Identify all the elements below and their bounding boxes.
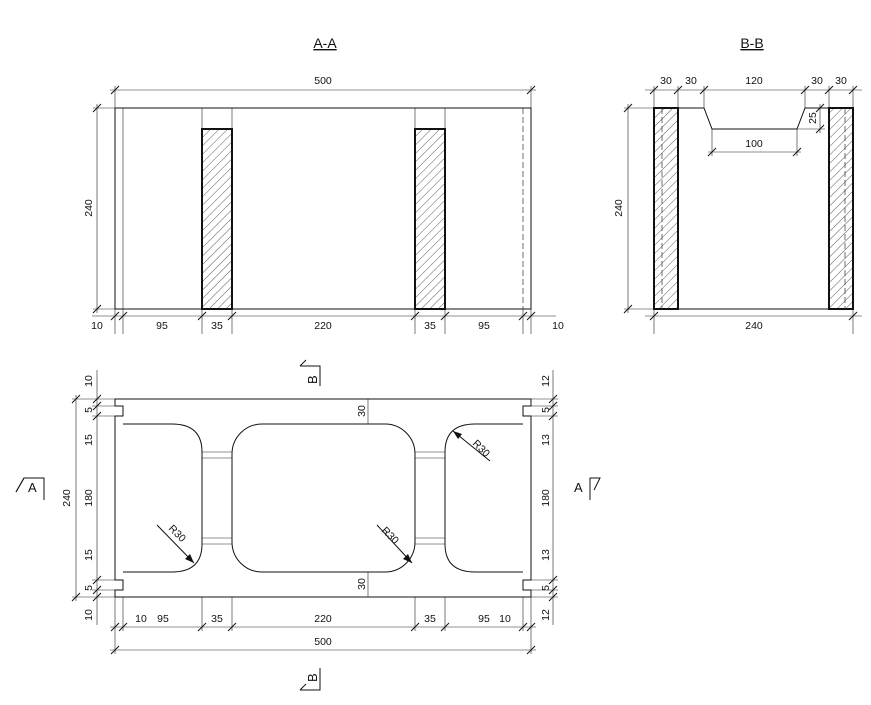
plan-cavity-center: [231, 423, 416, 573]
bb-dim-t5: 30: [835, 75, 847, 87]
plan-dim-right-1: 12: [540, 375, 552, 387]
bb-dim-t1: 30: [660, 75, 672, 87]
aa-dim-b1: 10: [91, 320, 103, 332]
section-aa-outline: [114, 107, 532, 310]
section-aa-hatched-web-left: [201, 128, 233, 310]
svg-text:A: A: [28, 480, 37, 495]
plan-cavity-left: [123, 423, 203, 573]
plan-dim-left-2: 5: [83, 407, 95, 413]
section-aa-hatched-web-right: [414, 128, 446, 310]
svg-text:B: B: [305, 673, 320, 682]
aa-dim-b4: 220: [314, 320, 332, 332]
svg-text:R30: R30: [166, 523, 188, 545]
section-marker-a-right: A: [574, 477, 601, 500]
bb-dim-height: 240: [613, 199, 625, 217]
plan-dim-right-3: 13: [540, 434, 552, 446]
aa-dim-b5: 35: [424, 320, 436, 332]
aa-dim-b7: 10: [552, 320, 564, 332]
bb-dim-t2: 30: [685, 75, 697, 87]
bb-dim-width: 240: [745, 320, 763, 332]
plan-dim-bottom-5: 35: [424, 613, 436, 625]
plan-dim-left-3: 15: [83, 434, 95, 446]
aa-dim-height: 240: [83, 199, 95, 217]
svg-text:R30: R30: [470, 438, 492, 460]
plan-dim-left-total: 240: [61, 489, 73, 507]
section-bb-title: B-B: [740, 35, 763, 51]
bb-dim-slot: 100: [745, 138, 763, 150]
plan-dim-left-5: 15: [83, 549, 95, 561]
aa-dim-b2: 95: [156, 320, 168, 332]
plan-dim-right-2: 5: [540, 407, 552, 413]
bb-dim-depth: 25: [807, 112, 819, 124]
aa-bottom-ticks: [110, 309, 536, 334]
bb-dim-t3: 120: [745, 75, 763, 87]
plan-dim-left-4: 180: [83, 489, 95, 507]
plan-dim-right-4: 180: [540, 489, 552, 507]
plan-dim-overall: 500: [314, 636, 332, 648]
plan-dim-bottom-1: 10: [135, 613, 147, 625]
plan-outline: [114, 398, 532, 598]
plan-cavity-right: [444, 423, 523, 573]
svg-text:A: A: [574, 480, 583, 495]
plan-dim-left-1: 10: [83, 375, 95, 387]
plan-dim-bottom-3: 35: [211, 613, 223, 625]
plan-dim-bottom-7: 10: [499, 613, 511, 625]
section-aa: A-A 500 240: [83, 35, 564, 334]
section-marker-b-bottom: B: [299, 668, 321, 691]
plan-dim-right-6: 5: [540, 585, 552, 591]
plan-dim-bottom-6: 95: [478, 613, 490, 625]
plan-dim-bottom-4: 220: [314, 613, 332, 625]
section-aa-title: A-A: [313, 35, 337, 51]
aa-dim-b3: 35: [211, 320, 223, 332]
aa-dim-overall: 500: [314, 75, 332, 87]
svg-text:B: B: [305, 375, 320, 384]
plan-dim-web-top: 30: [356, 405, 368, 417]
plan-dim-right-5: 13: [540, 549, 552, 561]
section-bb-hatched-shell-right: [828, 107, 854, 310]
section-bb: B-B 30 30 120 30 30 25: [613, 35, 862, 334]
section-marker-a-left: A: [15, 477, 45, 500]
section-marker-b-top: B: [299, 359, 321, 386]
svg-text:R30: R30: [379, 525, 401, 547]
radius-callout-upper-right: R30: [452, 430, 492, 462]
plan-dim-web-bottom: 30: [356, 578, 368, 590]
plan-dim-left-6: 5: [83, 585, 95, 591]
plan-dim-left-7: 10: [83, 609, 95, 621]
radius-callout-lower-center: R30: [376, 525, 413, 564]
plan-dim-right-7: 12: [540, 609, 552, 621]
plan-view: 30 30 R30 R30 R30: [15, 359, 601, 691]
section-bb-hatched-shell-left: [653, 107, 679, 310]
plan-dim-bottom-2: 95: [157, 613, 169, 625]
radius-callout-lower-left: R30: [156, 523, 195, 564]
bb-dim-t4: 30: [811, 75, 823, 87]
aa-dim-b6: 95: [478, 320, 490, 332]
